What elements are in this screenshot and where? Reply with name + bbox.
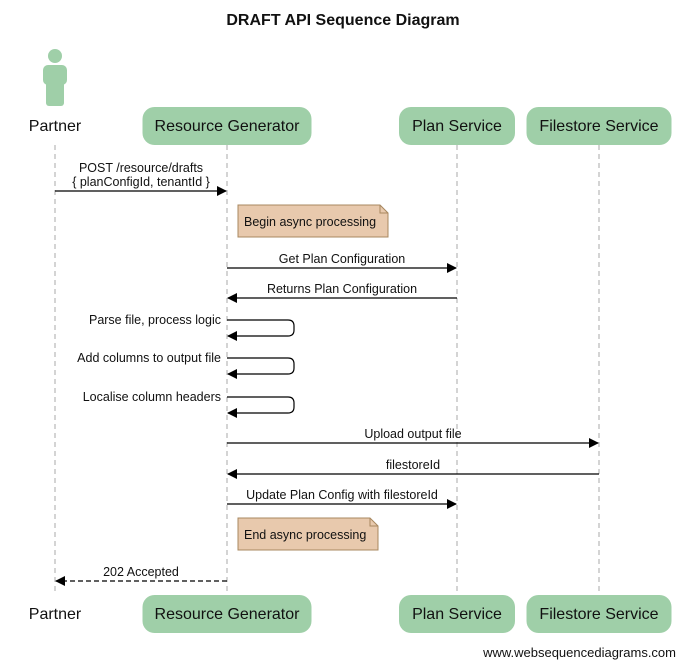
participant-fs-bottom: Filestore Service (526, 595, 672, 633)
participant-label: Filestore Service (539, 118, 658, 135)
participant-box (142, 107, 312, 145)
actor-person-icon (43, 49, 67, 106)
participant-label: Filestore Service (539, 606, 658, 623)
message-label: filestoreId (386, 458, 440, 472)
participant-plan-bottom: Plan Service (399, 595, 515, 633)
participant-rg-bottom: Resource Generator (142, 595, 312, 633)
message-11: 202 Accepted (55, 565, 227, 586)
participant-box (526, 107, 672, 145)
message-label: 202 Accepted (103, 565, 179, 579)
participant-box (399, 107, 515, 145)
message-3: Returns Plan Configuration (227, 282, 457, 303)
participant-partner-top: Partner (29, 49, 82, 135)
message-label: Update Plan Config with filestoreId (246, 488, 438, 502)
message-label: POST /resource/drafts (79, 161, 203, 175)
self-message-arrow (227, 319, 295, 341)
participant-fs-top: Filestore Service (526, 107, 672, 145)
participant-label: Plan Service (412, 118, 502, 135)
message-0: POST /resource/drafts{ planConfigId, ten… (55, 161, 227, 196)
message-label: Upload output file (364, 427, 461, 441)
footer-watermark: www.websequencediagrams.com (482, 645, 676, 660)
diagram-title: DRAFT API Sequence Diagram (226, 12, 459, 29)
participant-label: Plan Service (412, 606, 502, 623)
participant-partner-bottom: Partner (29, 606, 82, 623)
message-label: Parse file, process logic (89, 313, 221, 327)
participant-box (526, 595, 672, 633)
message-label: Add columns to output file (77, 351, 221, 365)
participant-label: Resource Generator (155, 118, 301, 135)
message-label: Localise column headers (83, 390, 221, 404)
message-4: Parse file, process logic (89, 313, 295, 341)
participant-label: Resource Generator (155, 606, 301, 623)
self-message-arrow (227, 396, 295, 418)
message-6: Localise column headers (83, 390, 295, 418)
note: Begin async processing (237, 204, 389, 238)
message-label: { planConfigId, tenantId } (72, 175, 210, 189)
participant-box (399, 595, 515, 633)
message-5: Add columns to output file (77, 351, 295, 379)
note-text: Begin async processing (244, 215, 376, 229)
message-2: Get Plan Configuration (227, 252, 457, 273)
self-message-arrow (227, 357, 295, 379)
message-label: Returns Plan Configuration (267, 282, 417, 296)
participant-box (142, 595, 312, 633)
message-8: filestoreId (227, 458, 599, 479)
message-label: Get Plan Configuration (279, 252, 406, 266)
message-7: Upload output file (227, 427, 599, 448)
participant-plan-top: Plan Service (399, 107, 515, 145)
note-text: End async processing (244, 528, 366, 542)
participant-label: Partner (29, 118, 82, 135)
note: End async processing (237, 517, 379, 551)
participant-label: Partner (29, 606, 82, 623)
message-9: Update Plan Config with filestoreId (227, 488, 457, 509)
participant-rg-top: Resource Generator (142, 107, 312, 145)
